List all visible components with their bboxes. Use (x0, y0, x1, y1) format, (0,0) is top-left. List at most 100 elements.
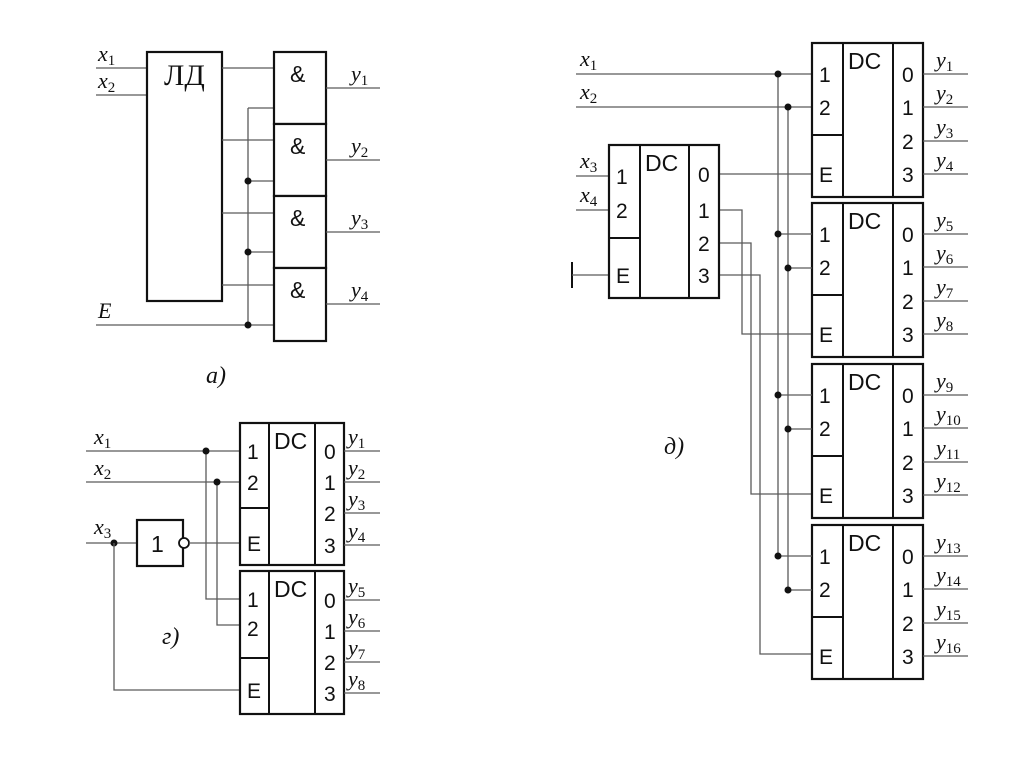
output-pin-label: 2 (698, 233, 710, 256)
output-label: y7 (934, 274, 954, 302)
decoder-title: DC (274, 428, 307, 454)
output-label: y8 (934, 307, 953, 335)
output-pin-label: 0 (902, 546, 914, 569)
and-gate-1: & (272, 50, 328, 126)
junction-dot (774, 230, 782, 238)
decoder-box (810, 201, 925, 359)
junction-dot (774, 552, 782, 560)
output-pin-label: 1 (902, 418, 914, 441)
decoder-box (238, 421, 346, 567)
enable-pin-label: E (247, 533, 261, 556)
output-pin-label: 1 (902, 97, 914, 120)
decoder-box (810, 523, 925, 681)
enable-pin-label: E (616, 265, 630, 288)
output-label: y7 (346, 635, 366, 663)
inversion-bubble-icon (178, 537, 190, 549)
output-pin-label: 3 (902, 485, 914, 508)
junction-dot (784, 264, 792, 272)
output-pin-label: 3 (324, 535, 336, 558)
output-label: y9 (934, 368, 953, 396)
input-x4-label: x4 (579, 182, 598, 210)
decoder-box (810, 362, 925, 520)
input-x1-label: x1 (93, 424, 111, 452)
decoder-title: DC (848, 208, 881, 234)
output-label: y14 (934, 562, 961, 590)
output-label: y6 (346, 604, 366, 632)
output-pin-label: 0 (902, 385, 914, 408)
output-pin-label: 3 (698, 265, 710, 288)
input-x3-label: x3 (579, 148, 597, 176)
and-gate-4: & (272, 266, 328, 343)
output-pin-label: 3 (902, 324, 914, 347)
output-label: y16 (934, 629, 961, 657)
part-g-label: г) (162, 624, 179, 650)
part-a-label: а) (206, 363, 226, 389)
input-x2-label: x2 (93, 455, 111, 483)
enable-pin-label: E (247, 680, 261, 703)
output-label: y5 (346, 573, 365, 601)
and-gate-label: & (290, 277, 305, 303)
junction-dot (244, 177, 252, 185)
output-label: y1 (346, 424, 365, 452)
input-x2-label: x2 (579, 79, 597, 107)
and-gate-label: & (290, 205, 305, 231)
wire-out2-to-e3 (719, 242, 812, 495)
input-x1-label: x1 (579, 46, 597, 74)
decoder-title: DC (274, 576, 307, 602)
output-pin-label: 1 (698, 200, 710, 223)
output-pin-label: 0 (324, 441, 336, 464)
output-pin-label: 1 (902, 579, 914, 602)
junction-dot (784, 425, 792, 433)
decoder-box (238, 569, 346, 716)
wire-x3-to-e2 (113, 543, 240, 691)
junction-dot (784, 103, 792, 111)
output-label: y15 (934, 596, 961, 624)
address-pin-label: 2 (819, 418, 831, 441)
output-pin-label: 0 (902, 224, 914, 247)
junction-dot (213, 478, 221, 486)
wire-x1-to-dc2 (205, 451, 240, 600)
decoder-title: DC (848, 369, 881, 395)
enable-pin-label: E (819, 164, 833, 187)
output-pin-label: 1 (324, 472, 336, 495)
output-y1-label: y1 (349, 61, 368, 89)
output-pin-label: 3 (324, 683, 336, 706)
address-pin-label: 2 (247, 618, 259, 641)
inverter-label: 1 (151, 531, 164, 557)
address-pin-label: 2 (616, 200, 628, 223)
linear-decoder-label: ЛД (164, 59, 205, 92)
junction-dot (244, 321, 252, 329)
and-gate-2: & (272, 122, 328, 198)
address-pin-label: 1 (819, 64, 831, 87)
junction-dot (784, 586, 792, 594)
address-pin-label: 2 (247, 472, 259, 495)
output-y4-label: y4 (349, 277, 369, 305)
part-d-label: д) (664, 434, 684, 460)
junction-dot (774, 70, 782, 78)
output-label: y10 (934, 401, 961, 429)
output-label: y8 (346, 666, 365, 694)
wire-out1-to-e2 (719, 209, 812, 335)
output-pin-label: 2 (902, 291, 914, 314)
address-pin-label: 2 (819, 257, 831, 280)
output-label: y12 (934, 468, 961, 496)
output-label: y11 (934, 435, 960, 463)
output-pin-label: 2 (902, 452, 914, 475)
enable-pin-label: E (819, 324, 833, 347)
output-pin-label: 0 (698, 164, 710, 187)
output-label: y2 (346, 455, 365, 483)
output-pin-label: 2 (324, 503, 336, 526)
output-label: y1 (934, 47, 953, 75)
output-pin-label: 0 (324, 590, 336, 613)
output-pin-label: 1 (324, 621, 336, 644)
decoder-title: DC (848, 48, 881, 74)
junction-dot (244, 248, 252, 256)
output-label: y3 (934, 114, 953, 142)
